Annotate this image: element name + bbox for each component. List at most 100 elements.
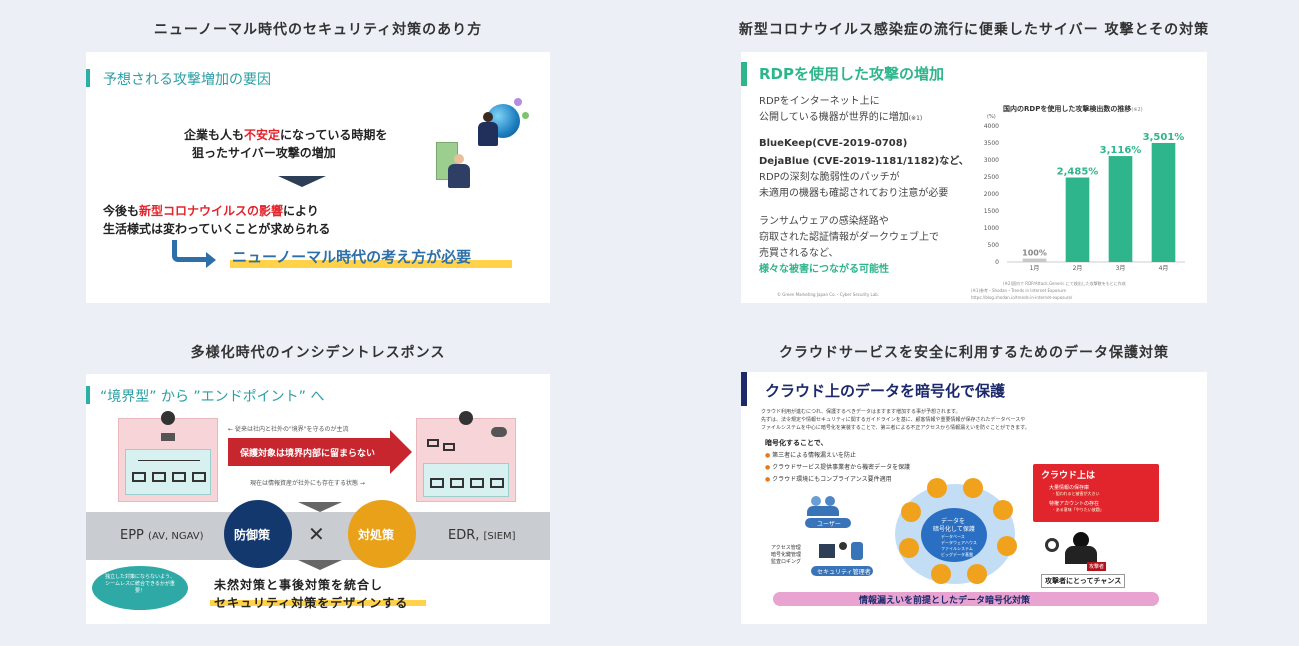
heading-bar [741,62,747,86]
admin-item-1: アクセス管理 [771,545,801,551]
user-label-pill [805,518,851,528]
epp-label: EPP (AV, NGAV) [120,528,204,543]
user-label: ユーザー [817,521,841,528]
hub-list-3: ファイルシステム [941,546,973,551]
document-icon [993,500,1013,520]
slide-heading: 予想される攻撃増加の要因 [103,72,271,88]
y-tick-label: 500 [988,242,1000,249]
intro-2: 先ずは、法令規定や情報セキュリティに関するガイドラインを基に、顧客情報や重要情報… [761,417,1026,423]
intro-1: クラウド利用が進むにつれ、保護するべきデータはますます増加する事が予想されます。 [761,409,961,415]
slide-thumbnail[interactable]: クラウド上のデータを暗号化で保護 クラウド利用が進むにつれ、保護するべきデータは… [741,372,1207,624]
x-tick-label: 3月 [1116,265,1126,272]
conclusion-highlight [230,260,512,268]
chance-label: 攻撃者にとってチャンス [1041,574,1126,588]
y-tick-label: 1000 [984,225,999,232]
bullet-3: ● クラウド環境にもコンプライアンス要件適用 [765,476,892,483]
risk-item-1: 大量情報の保存庫 [1049,485,1090,491]
card-newnormal[interactable]: ニューノーマル時代のセキュリティ対策のあり方 予想される攻撃増加の要因 企業も人… [86,0,550,305]
statement-1: 企業も人も不安定になっている時期を [184,128,388,142]
slide-thumbnail[interactable]: RDPを使用した攻撃の増加 RDPをインターネット上に 公開している機器が世界的… [741,52,1207,303]
bullet-1: ● 第三者による情報漏えいを防止 [765,452,856,459]
hub-text-2: 暗号化して保護 [933,526,975,533]
card-title[interactable]: ニューノーマル時代のセキュリティ対策のあり方 [153,22,483,38]
card-title[interactable]: 多様化時代のインシデントレスポンス [190,345,446,361]
text-p2a: BlueKeep(CVE-2019-0708) [759,138,908,149]
internet-icon [459,411,473,425]
folder-icon [963,478,983,498]
heading-bar [86,69,90,87]
tools-icon [901,502,921,522]
admin-item-3: 監査ロギング [771,559,802,565]
perimeter-network-diagram [118,411,218,502]
person-icon [478,112,498,148]
bar-value-label: 100% [1022,249,1047,258]
pc-icon [490,478,504,488]
encrypt-subheading: 暗号化することで、 [765,439,828,447]
lan-box [423,463,509,497]
card-incident-response[interactable]: 多様化時代のインシデントレスポンス “境界型” から ”エンドポイント” へ ←… [86,320,550,625]
text-p2d: 未適用の機器も確認されており注意が必要 [759,188,949,199]
speech-bubble [92,566,188,610]
cross-icon: ✕ [308,522,325,546]
card-cloud-encryption[interactable]: クラウドサービスを安全に利用するためのデータ保護対策 クラウド上のデータを暗号化… [741,320,1207,625]
arrow-text: 保護対象は境界内部に留まらない [240,449,376,459]
y-tick-label: 4000 [984,123,999,130]
internet-icon [161,411,175,425]
cloud-risk-box [1033,464,1159,522]
defense-label: 防御策 [234,528,271,542]
down-arrow [278,176,326,187]
intro-3: ファイルシステムを中心に暗号化を実装することで、第三者による不正アクセスから情報… [761,425,1030,431]
conclusion-1: 未然対策と事後対策を統合し [214,578,384,592]
pc-icon [192,472,206,482]
footer-url: https://blog.shodan.io/trends-in-interne… [971,295,1073,300]
bar-value-label: 2,485% [1057,167,1099,178]
x-tick-label: 4月 [1159,265,1169,272]
risk-item-4: - ある意味「やりたい放題」 [1053,507,1104,512]
molecule-icon [522,112,529,119]
card-title[interactable]: クラウドサービスを安全に利用するためのデータ保護対策 [779,345,1169,361]
conclusion-highlight [210,600,426,606]
down-arrow [298,560,342,570]
y-tick-label: 2000 [984,191,999,198]
text-p1a: RDPをインターネット上に [759,96,880,107]
bar-value-label: 3,116% [1100,145,1142,156]
hub-text-1: データを [941,518,966,525]
card-title[interactable]: 新型コロナウイルス感染症の流行に便乗したサイバー 攻撃とその対策 [738,22,1210,38]
slide-thumbnail[interactable]: 予想される攻撃増加の要因 企業も人も不安定になっている時期を 狙ったサイバー攻撃… [86,52,550,303]
database-icon [927,478,947,498]
y-tick-label: 3500 [984,140,999,147]
attacker-icon [1063,532,1101,566]
bar-value-label: 3,501% [1143,132,1185,143]
hub-list-1: データベース [941,534,965,539]
statement-3: 今後も新型コロナウイルスの影響により [103,204,319,218]
attacker-label: 攻撃者 [1087,562,1107,571]
footer-left: © Green Marketing Japan Co.・Cyber Securi… [777,292,879,297]
y-tick-label: 1500 [984,208,999,215]
globe-icon [899,538,919,558]
strategy-band [86,512,550,560]
big-arrow [228,438,392,466]
person-icon [931,564,951,584]
firewall-icon [161,433,175,441]
bar [1108,156,1133,262]
pc-icon [152,472,166,482]
text-p2b: DejaBlue (CVE-2019-1181/1182)など、 [759,156,969,167]
slide-thumbnail[interactable]: “境界型” から ”エンドポイント” へ ← 従来は社内と社外の"境界"を守るの… [86,374,550,624]
statement-2: 狙ったサイバー攻撃の増加 [192,146,336,160]
user-icon [807,496,843,518]
x-tick-label: 2月 [1073,265,1083,272]
admin-icon [819,540,867,564]
conclusion-text: ニューノーマル時代の考え方が必要 [232,248,472,266]
text-p3d: 様々な被害につながる可能性 [759,264,889,275]
risk-item-2: - 狙われると被害が大きい [1053,491,1100,496]
text-p1b: 公開している機器が世界的に増加(※1) [759,112,923,123]
x-tick-label: 1月 [1030,265,1040,272]
card-rdp[interactable]: 新型コロナウイルス感染症の流行に便乗したサイバー 攻撃とその対策 RDPを使用し… [739,0,1208,305]
defense-circle [224,500,292,568]
note-top: ← 従来は社内と社外の"境界"を守るのが主流 [228,426,349,433]
admin-item-2: 暗号化鍵管理 [771,552,802,558]
admin-label-pill [811,566,873,576]
statement-4: 生活様式は変わっていくことが求められる [103,222,331,236]
hub-list-4: ビッグデータ基盤 [941,552,973,557]
risk-item-3: 特権アカウントの存在 [1049,501,1100,507]
